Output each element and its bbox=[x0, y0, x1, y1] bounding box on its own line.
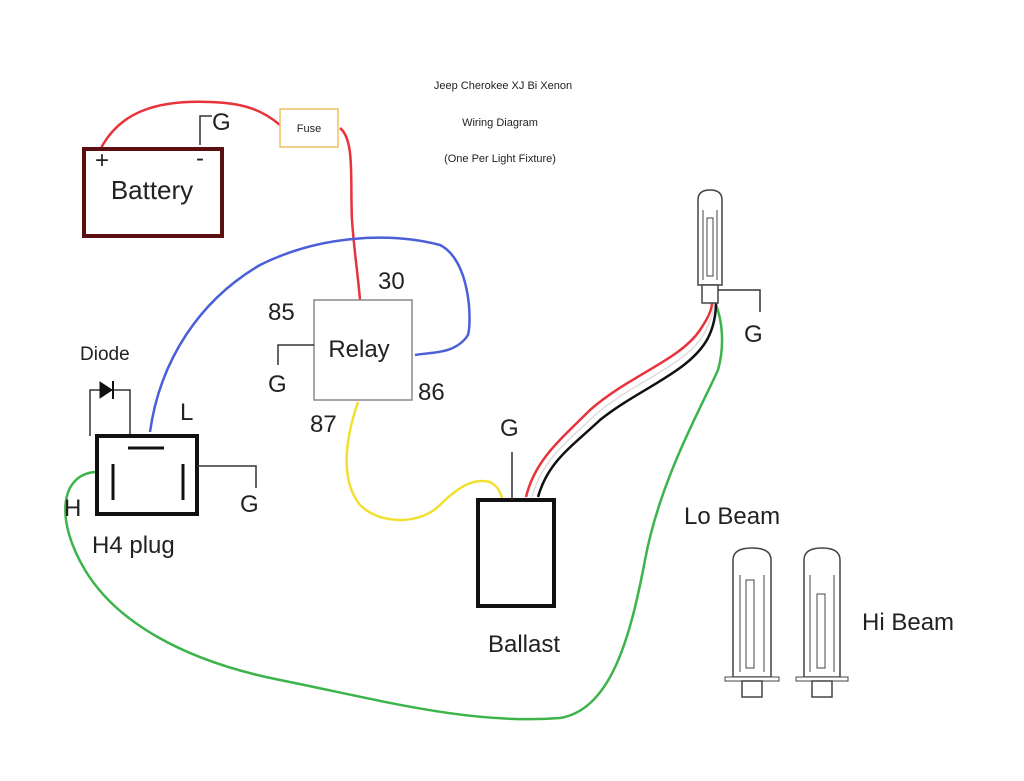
diode-symbol-icon bbox=[99, 381, 113, 399]
diode-wire bbox=[89, 389, 131, 436]
wire-red-ballast-bulb bbox=[524, 301, 714, 498]
wire-yellow-relay-ballast bbox=[345, 401, 505, 522]
fuse-box bbox=[279, 108, 339, 148]
lo-beam-bulb-icon bbox=[724, 547, 780, 698]
battery-minus: - bbox=[196, 145, 204, 172]
relay-ground-label: G bbox=[268, 371, 287, 398]
relay-box bbox=[313, 299, 413, 401]
battery-ground-wire bbox=[199, 115, 212, 145]
title-line-2: Wiring Diagram bbox=[462, 117, 538, 129]
battery-plus: + bbox=[95, 147, 109, 174]
lo-beam-label: Lo Beam bbox=[684, 503, 780, 530]
h4-ground-label: G bbox=[240, 491, 259, 518]
wire-green-h4-bulb bbox=[64, 304, 724, 721]
title-line-3: (One Per Light Fixture) bbox=[444, 153, 556, 165]
wire-black-ballast-bulb bbox=[536, 301, 718, 498]
relay-ground-wire bbox=[277, 344, 314, 365]
wire-red-battery-fuse bbox=[98, 100, 281, 151]
hi-beam-label: Hi Beam bbox=[862, 609, 954, 636]
battery-box bbox=[82, 147, 224, 238]
h4-low-label: L bbox=[180, 399, 193, 426]
fuse-label: Fuse bbox=[297, 123, 321, 135]
h4-plug-label: H4 plug bbox=[92, 532, 175, 559]
battery-label: Battery bbox=[111, 175, 193, 205]
h4-ground-wire bbox=[197, 465, 257, 488]
wire-blue-h4-relay bbox=[148, 236, 471, 433]
h4-high-label: H bbox=[64, 495, 81, 522]
wire-red-fuse-relay bbox=[339, 127, 362, 301]
ballast-box bbox=[476, 498, 556, 608]
diode-label: Diode bbox=[80, 344, 130, 365]
ballast-ground-label: G bbox=[500, 415, 519, 442]
relay-label: Relay bbox=[328, 336, 389, 363]
hi-beam-bulb-icon bbox=[795, 547, 849, 698]
bulb-ground-wire bbox=[718, 289, 761, 312]
relay-pin-30: 30 bbox=[378, 268, 405, 295]
battery-ground-label: G bbox=[212, 109, 231, 136]
relay-pin-87: 87 bbox=[310, 411, 337, 438]
relay-pin-85: 85 bbox=[268, 299, 295, 326]
bulb-ground-label: G bbox=[744, 321, 763, 348]
ballast-label: Ballast bbox=[488, 631, 560, 658]
title-line-1: Jeep Cherokee XJ Bi Xenon bbox=[434, 80, 572, 92]
relay-pin-86: 86 bbox=[418, 379, 445, 406]
wire-white-ballast-bulb bbox=[531, 301, 715, 498]
bulb-installed-icon bbox=[697, 189, 723, 304]
